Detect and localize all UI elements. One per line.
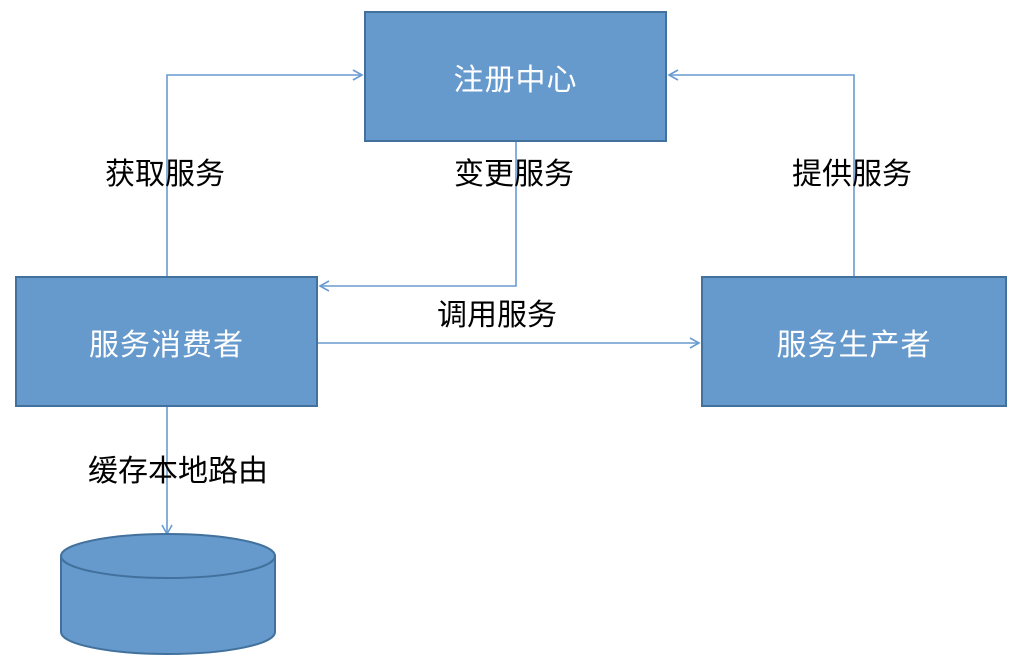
change-service-connector	[318, 142, 517, 292]
change-service-label: 变更服务	[454, 157, 574, 192]
service-producer-label: 服务生产者	[776, 327, 932, 363]
service-producer-node: 服务生产者	[701, 276, 1007, 407]
registry-center-label: 注册中心	[453, 62, 578, 98]
registry-center-node: 注册中心	[364, 11, 667, 142]
provide-service-connector	[667, 69, 855, 276]
service-consumer-node: 服务消费者	[15, 276, 318, 407]
get-service-label: 获取服务	[105, 157, 225, 192]
cache-local-route-label: 缓存本地路由	[88, 454, 268, 489]
invoke-service-label: 调用服务	[437, 298, 557, 333]
get-service-connector	[166, 69, 364, 276]
database-cylinder-icon	[60, 533, 276, 655]
service-consumer-label: 服务消费者	[89, 327, 244, 363]
provide-service-label: 提供服务	[792, 157, 912, 192]
